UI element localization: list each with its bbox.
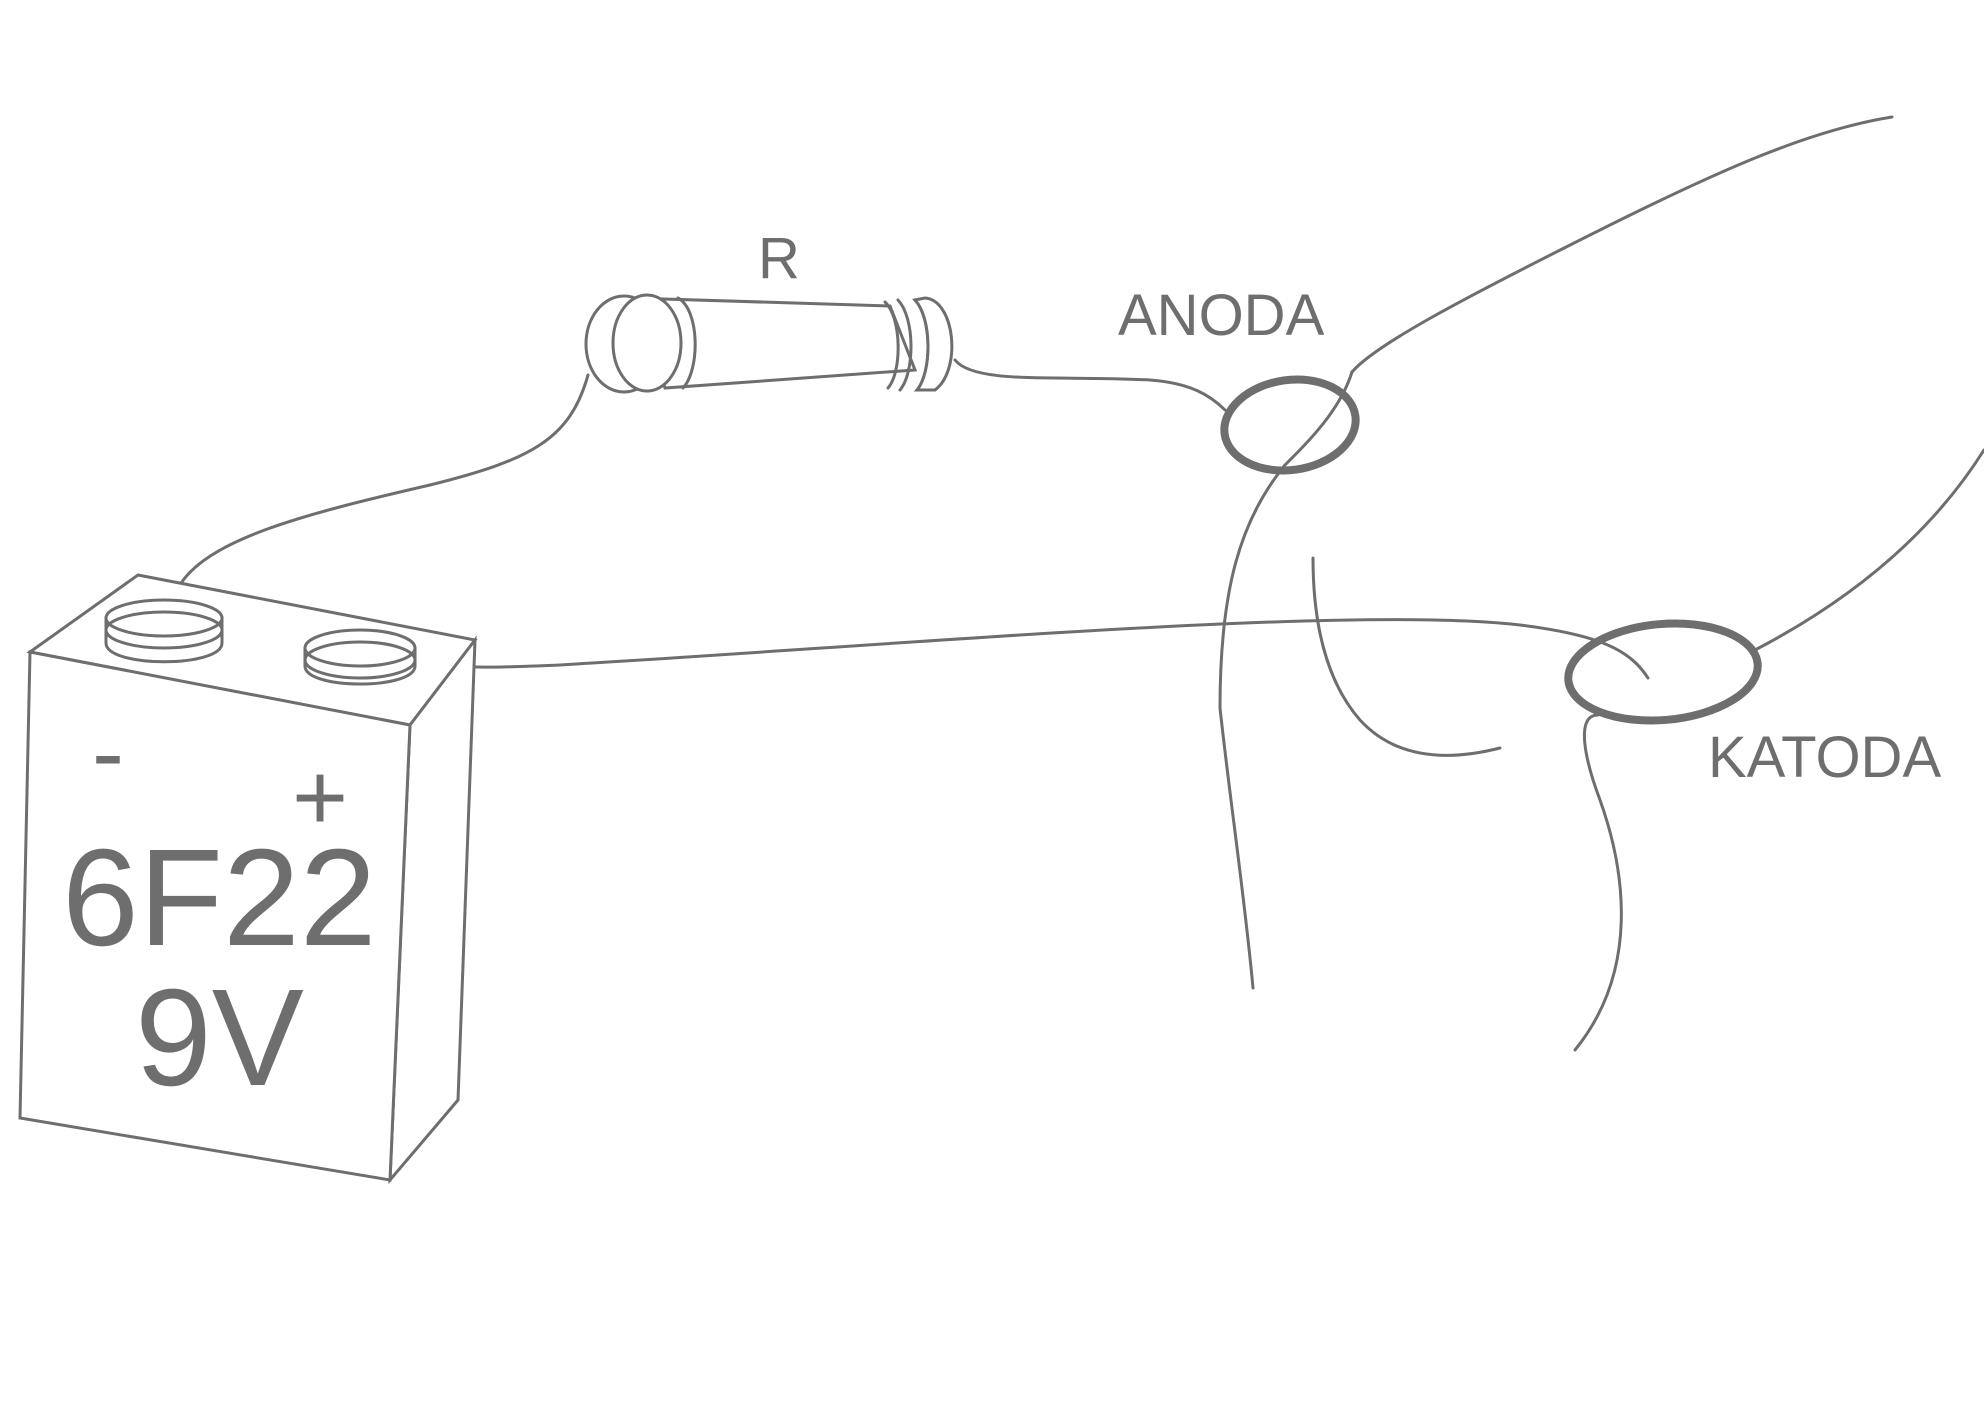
plus-terminal-band — [303, 640, 417, 680]
battery-front-face — [18, 650, 412, 1182]
plus-terminal — [303, 628, 417, 686]
anode-label: ANODA — [1118, 283, 1325, 348]
arm-upper-edge — [1350, 115, 1894, 374]
battery-voltage-label: 9V — [135, 961, 304, 1115]
battery-model-label: 6F22 — [62, 821, 377, 975]
wire-resistor-to-anode — [953, 358, 1227, 412]
resistor-band-1 — [883, 300, 900, 390]
arm-forearm-edge — [1573, 713, 1623, 1052]
resistor-label: R — [758, 226, 800, 291]
arm-lower-edge — [1753, 448, 1984, 652]
resistor-band-2 — [896, 298, 913, 392]
battery: - + 6F22 9V — [18, 573, 478, 1185]
arm-outline — [1218, 115, 1984, 1052]
plus-terminal-top — [303, 628, 417, 668]
cathode-electrode — [1564, 619, 1762, 725]
cathode-label: KATODA — [1708, 725, 1941, 790]
plus-sign: + — [292, 744, 348, 851]
minus-terminal-top — [104, 598, 224, 638]
wire-battery-to-cathode — [418, 618, 1650, 680]
minus-terminal — [104, 598, 224, 664]
resistor-left-rim — [676, 296, 697, 390]
minus-terminal-band — [104, 610, 224, 650]
minus-sign: - — [92, 699, 124, 806]
resistor-left-cap-front — [611, 293, 683, 393]
wire-battery-to-resistor — [176, 373, 590, 590]
arm-elbow-curve — [1218, 370, 1354, 990]
anode-electrode — [1220, 375, 1360, 475]
arm-forearm-crease — [1311, 556, 1502, 757]
resistor — [584, 293, 954, 394]
resistor-right-cap — [912, 296, 954, 392]
